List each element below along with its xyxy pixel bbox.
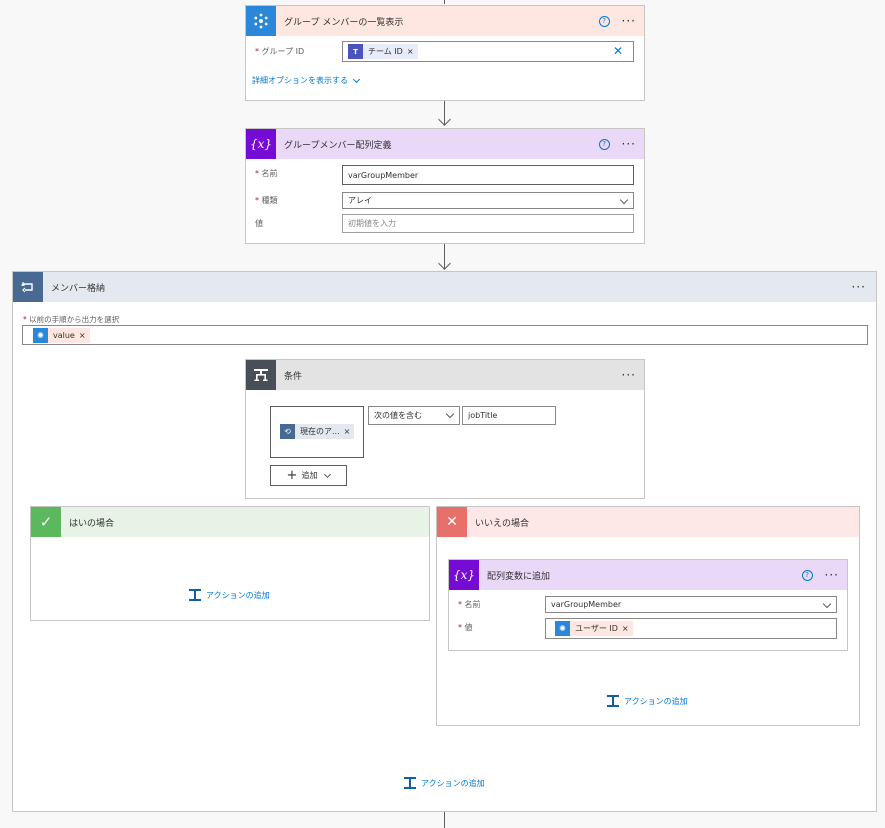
card-title: グループメンバー配列定義 [284,140,392,151]
branch-title: いいえの場合 [475,518,530,529]
help-icon[interactable]: ? [598,15,610,27]
array-value-field[interactable]: ✺ ユーザー ID × [545,618,837,639]
condition-card[interactable]: 条件 ··· ⟲ 現在のア... × 次の値を含む jobTitle + 追加 [245,359,645,499]
connector-top [444,0,445,4]
connector-bottom [444,812,445,828]
current-item-token[interactable]: ⟲ 現在のア... × [280,424,355,439]
variable-name-field[interactable]: varGroupMember [342,165,634,185]
yes-branch[interactable]: ✓ はいの場合 アクションの追加 [30,506,430,621]
list-group-members-header[interactable]: グループ メンバーの一覧表示 ? ··· [246,6,644,36]
chevron-down-icon [324,470,332,478]
token-remove-icon[interactable]: × [406,47,414,56]
type-label: * 種類 [255,196,278,205]
branch-title: はいの場合 [69,518,115,529]
office365-icon: ✺ [33,327,48,343]
chevron-down-icon [352,75,361,83]
card-title: メンバー格納 [51,283,106,294]
variable-icon: {x} [449,560,479,590]
add-action-icon [404,777,416,789]
more-options-icon[interactable]: ··· [621,14,636,28]
apply-to-each-container[interactable]: メンバー格納 ··· * 以前の手順から出力を選択 ✺ value × [12,271,877,812]
chevron-down-icon [445,409,455,419]
office365-icon: ✺ [555,621,570,636]
value-token[interactable]: ✺ value × [33,327,90,343]
name-label: * 名前 [458,600,481,609]
card-title: 配列変数に追加 [487,571,551,582]
plus-icon: + [286,467,298,483]
show-advanced-options-link[interactable]: 詳細オプションを表示する [252,75,361,86]
condition-operator-select[interactable]: 次の値を含む [368,406,460,425]
condition-header[interactable]: 条件 ··· [246,360,644,390]
group-id-label: * グループ ID [255,47,305,56]
arrow-head-1 [438,113,451,126]
list-group-members-card[interactable]: グループ メンバーの一覧表示 ? ··· * グループ ID T チーム ID … [245,5,645,101]
chevron-down-icon [822,599,832,609]
loop-icon [13,272,43,302]
user-id-token[interactable]: ✺ ユーザー ID × [555,621,633,636]
condition-right-operand[interactable]: jobTitle [462,406,556,425]
variable-type-select[interactable]: アレイ [342,192,634,209]
card-title: グループ メンバーの一覧表示 [284,17,404,28]
no-branch-header[interactable]: ✕ いいえの場合 [437,507,859,537]
help-icon[interactable]: ? [801,569,813,581]
card-title: 条件 [284,371,303,382]
name-label: * 名前 [255,169,278,178]
add-action-button[interactable]: アクションの追加 [404,777,485,789]
more-options-icon[interactable]: ··· [824,568,839,582]
add-action-icon [189,589,201,601]
connector-1 [444,101,445,125]
close-icon: ✕ [437,507,467,537]
append-to-array-header[interactable]: {x} 配列変数に追加 ? ··· [449,560,847,590]
value-label: * 値 [458,623,473,632]
teams-icon: T [348,44,363,59]
select-output-field[interactable]: ✺ value × [22,325,868,345]
token-remove-icon[interactable]: × [621,624,629,633]
condition-add-button[interactable]: + 追加 [270,465,347,486]
value-label: 値 [255,219,263,228]
variable-icon: {x} [246,129,276,159]
select-output-label: * 以前の手順から出力を選択 [23,315,120,324]
condition-icon [246,360,276,390]
no-branch[interactable]: ✕ いいえの場合 {x} 配列変数に追加 ? ··· * 名前 varGroup… [436,506,860,726]
token-remove-icon[interactable]: × [78,330,86,340]
group-id-field[interactable]: T チーム ID × ✕ [342,41,634,62]
loop-icon: ⟲ [280,424,295,439]
append-to-array-card[interactable]: {x} 配列変数に追加 ? ··· * 名前 varGroupMember * … [448,559,848,651]
apply-to-each-header[interactable]: メンバー格納 ··· [13,272,876,302]
connector-2 [444,244,445,269]
more-options-icon[interactable]: ··· [851,280,866,294]
help-icon[interactable]: ? [598,138,610,150]
more-options-icon[interactable]: ··· [621,368,636,382]
clear-field-icon[interactable]: ✕ [612,44,623,58]
office365-icon [246,6,276,36]
checkmark-icon: ✓ [31,507,61,537]
team-id-token[interactable]: T チーム ID × [348,44,418,59]
add-action-button[interactable]: アクションの追加 [189,589,270,601]
condition-left-operand[interactable]: ⟲ 現在のア... × [270,406,364,458]
initialize-variable-card[interactable]: {x} グループメンバー配列定義 ? ··· * 名前 varGroupMemb… [245,128,645,244]
yes-branch-header[interactable]: ✓ はいの場合 [31,507,429,537]
token-remove-icon[interactable]: × [343,427,351,436]
variable-value-field[interactable]: 初期値を入力 [342,214,634,233]
arrow-head-2 [438,257,451,270]
more-options-icon[interactable]: ··· [621,137,636,151]
add-action-button[interactable]: アクションの追加 [607,695,688,707]
initialize-variable-header[interactable]: {x} グループメンバー配列定義 ? ··· [246,129,644,159]
add-action-icon [607,695,619,707]
chevron-down-icon [619,195,629,205]
array-name-select[interactable]: varGroupMember [545,596,837,613]
